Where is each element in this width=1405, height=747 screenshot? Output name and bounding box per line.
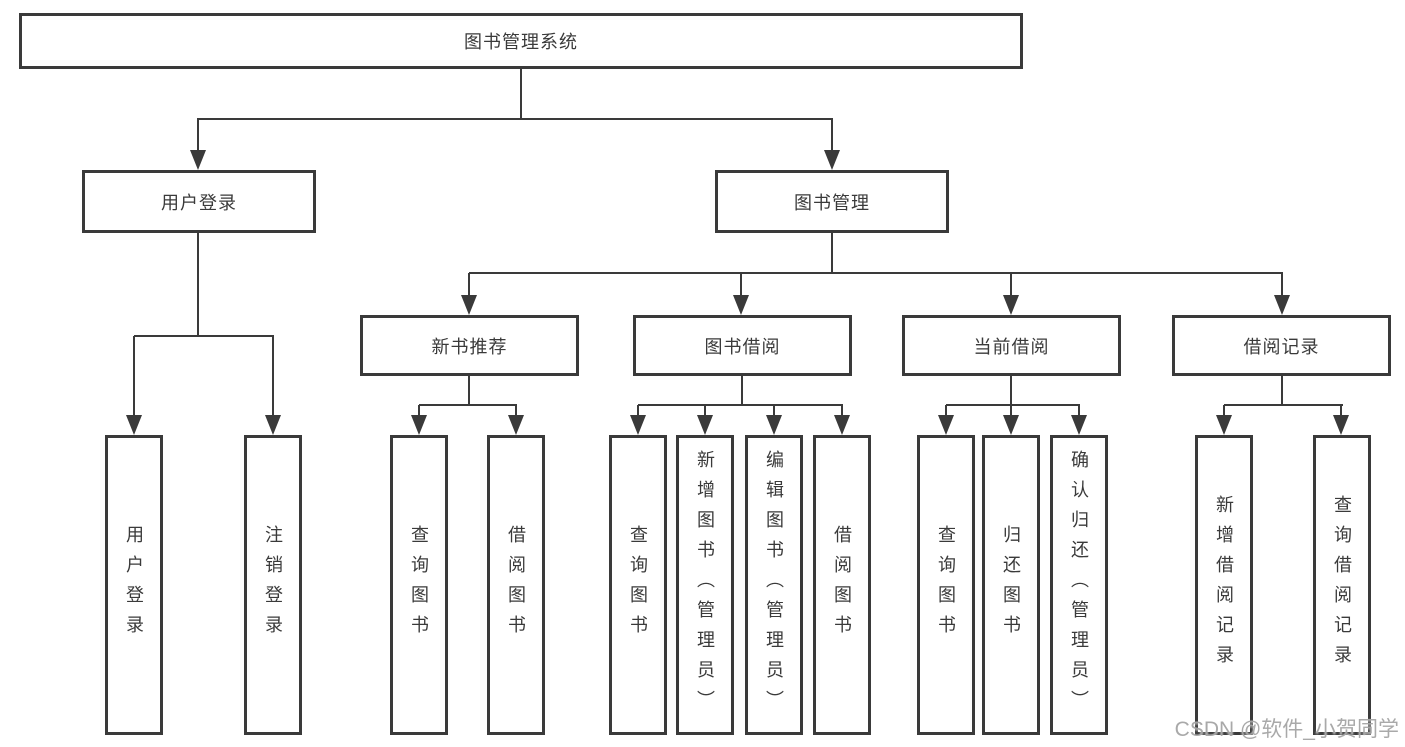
node-leaf-query-book-borrow: 查询图书 — [609, 435, 667, 735]
node-leaf-return-book: 归还图书 — [982, 435, 1040, 735]
node-leaf-query-borrow-record: 查询借阅记录 — [1313, 435, 1371, 735]
node-leaf-add-book-admin: 新增图书（管理员） — [676, 435, 734, 735]
connector-book-mgmt-to-level3 — [468, 233, 1283, 297]
node-new-book-recommend: 新书推荐 — [360, 315, 579, 376]
node-borrow-record: 借阅记录 — [1172, 315, 1391, 376]
node-book-management: 图书管理 — [715, 170, 949, 233]
connector-borrow-record-to-leaves — [1223, 376, 1343, 417]
node-leaf-query-book-newbook: 查询图书 — [390, 435, 448, 735]
node-leaf-borrow-book-newbook: 借阅图书 — [487, 435, 545, 735]
node-leaf-confirm-return-admin: 确认归还（管理员） — [1050, 435, 1108, 735]
node-user-login: 用户登录 — [82, 170, 316, 233]
node-leaf-edit-book-admin: 编辑图书（管理员） — [745, 435, 803, 735]
connector-new-book-to-leaves — [418, 376, 517, 417]
arrowheads — [126, 150, 1349, 435]
connector-book-borrow-to-leaves — [637, 376, 843, 417]
node-book-borrow: 图书借阅 — [633, 315, 852, 376]
node-leaf-user-login: 用户登录 — [105, 435, 163, 735]
connector-current-borrow-to-leaves — [945, 376, 1080, 417]
connector-root-to-level2 — [197, 69, 833, 152]
node-current-borrow: 当前借阅 — [902, 315, 1121, 376]
connector-user-login-to-leaves — [133, 233, 274, 417]
node-leaf-borrow-book: 借阅图书 — [813, 435, 871, 735]
node-leaf-add-borrow-record: 新增借阅记录 — [1195, 435, 1253, 735]
node-leaf-query-book-current: 查询图书 — [917, 435, 975, 735]
node-root-system: 图书管理系统 — [19, 13, 1023, 69]
csdn-watermark: CSDN @软件_小贺同学 — [1174, 718, 1399, 741]
node-leaf-logout: 注销登录 — [244, 435, 302, 735]
